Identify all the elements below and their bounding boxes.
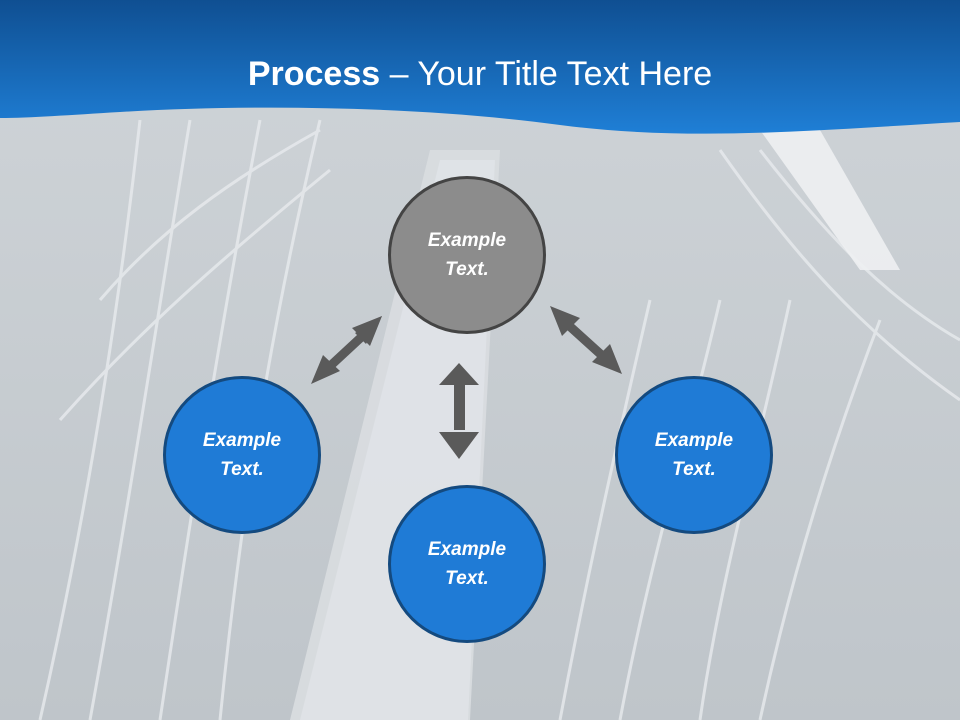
slide-title: Process – Your Title Text Here [0, 52, 960, 96]
node-top: Example Text. [388, 176, 546, 334]
title-rest: – Your Title Text Here [380, 55, 713, 93]
title-band [0, 0, 960, 140]
node-right: Example Text. [615, 376, 773, 534]
title-bold: Process [247, 55, 381, 93]
node-left-text: Example Text. [202, 430, 282, 480]
node-top-text: Example Text. [427, 230, 507, 280]
node-left: Example Text. [163, 376, 321, 534]
node-right-text: Example Text. [654, 430, 734, 480]
node-bottom: Example Text. [388, 485, 546, 643]
node-bottom-text: Example Text. [427, 539, 507, 589]
